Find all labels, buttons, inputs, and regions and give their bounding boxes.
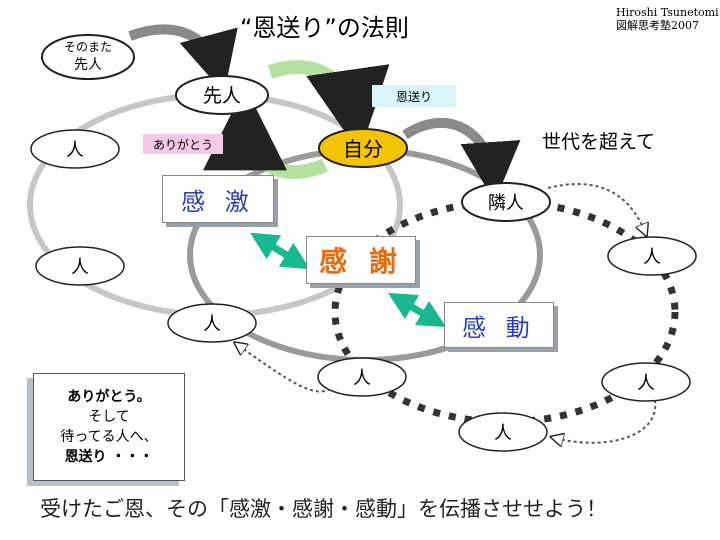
- person-right-bottom: [601, 362, 691, 402]
- person-bottom-label: 人: [494, 423, 512, 444]
- jibun-label: 自分: [343, 137, 383, 161]
- dashed-generation-circle: [331, 198, 679, 426]
- person-left-top-label: 人: [66, 140, 84, 161]
- arrow-jibun-to-rinjin: [402, 117, 521, 202]
- author-name: Hiroshi Tsunetomi: [616, 6, 719, 19]
- person-lower-left: [167, 303, 257, 343]
- person-lower-left-label: 人: [203, 314, 221, 335]
- rinjin-node: [461, 182, 551, 222]
- jibun-node: [318, 128, 408, 168]
- note-line-3: 待ってる人へ、: [60, 429, 158, 445]
- author-org: 図解思考塾2007: [616, 19, 699, 32]
- page-title: “恩送り”の法則: [240, 14, 409, 42]
- arrow-senjin-to-jibun: [267, 60, 390, 154]
- senjin-label: 先人: [203, 85, 241, 107]
- note-line-2: そして: [88, 409, 130, 425]
- note-line-1: ありがとう。: [67, 389, 151, 405]
- person-right-top-label: 人: [643, 247, 661, 268]
- person-bottom: [458, 412, 548, 452]
- ancestor-node: [41, 34, 135, 80]
- senjin-node: [175, 75, 269, 115]
- onokuri-label: 恩送り: [372, 85, 456, 107]
- person-bottom-center: [317, 357, 407, 397]
- kandou-box: 感 動: [444, 302, 554, 348]
- person-left-top: [30, 129, 120, 169]
- kangeki-label: 感 激: [181, 187, 255, 216]
- arigatou-label: ありがとう: [143, 134, 223, 154]
- kandou-label: 感 動: [462, 313, 536, 342]
- bottom-caption: 受けたご恩、その「感激・感謝・感動」を伝播させせよう！: [40, 497, 607, 521]
- person-bottom-center-label: 人: [353, 368, 371, 389]
- teal-arrow-kansha-kandou: [387, 292, 447, 328]
- rinjin-label: 隣人: [488, 193, 524, 214]
- arrow-right-to-bottom-person: [555, 399, 657, 443]
- ancestor-label-1: そのまた: [64, 40, 112, 54]
- teal-arrow-kangeki-kansha: [250, 232, 310, 270]
- kangeki-box: 感 激: [162, 175, 274, 223]
- generation-label: 世代を超えて: [542, 131, 656, 153]
- person-left-mid-label: 人: [71, 257, 89, 278]
- ancestor-label-2: 先人: [74, 57, 102, 73]
- note-card: ありがとう。 そして 待ってる人へ、 恩送り ・・・: [33, 373, 185, 481]
- note-line-4: 恩送り ・・・: [64, 449, 154, 465]
- kansha-box: 感 謝: [306, 236, 416, 284]
- person-right-bottom-label: 人: [637, 373, 655, 394]
- arrow-jibun-to-senjin-thanks: [203, 86, 328, 180]
- author-block: Hiroshi Tsunetomi 図解思考塾2007: [616, 6, 719, 32]
- person-left-mid: [35, 246, 125, 286]
- arrow-ancestor-to-senjin: [128, 24, 238, 94]
- person-right-top: [607, 236, 697, 276]
- kansha-label: 感 謝: [319, 245, 403, 278]
